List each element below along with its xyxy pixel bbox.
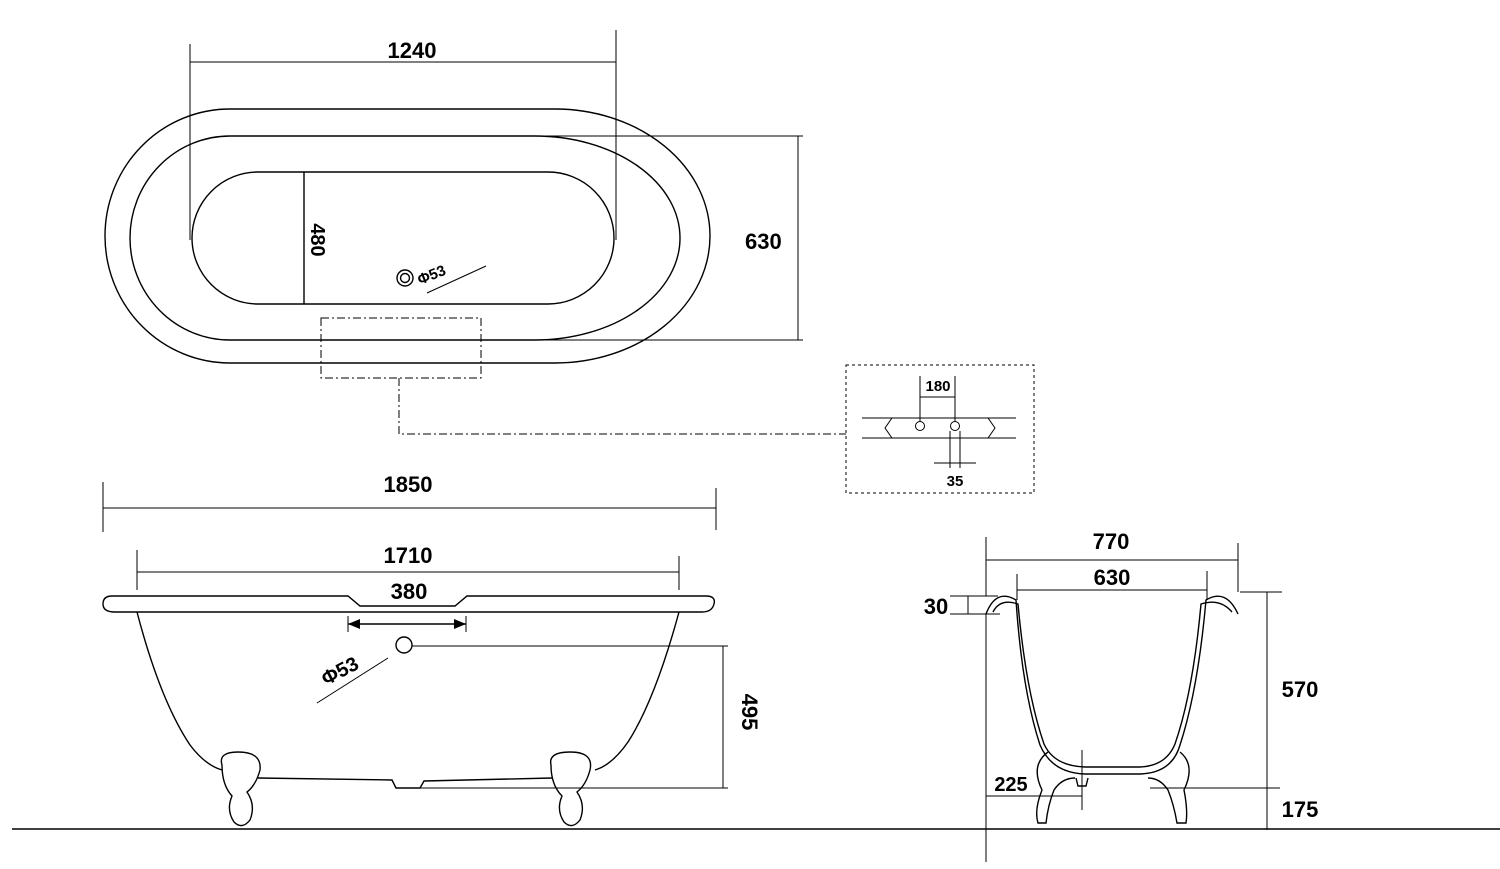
left-claw-foot bbox=[220, 751, 261, 827]
top-view: Φ53 1240 480 630 bbox=[104, 30, 846, 435]
side-body-right bbox=[594, 611, 680, 771]
dim-end-630-label: 630 bbox=[1094, 565, 1131, 590]
dim-630-label: 630 bbox=[745, 229, 782, 254]
dim-380-arrow-left-icon bbox=[348, 619, 360, 629]
end-left-leg bbox=[1035, 751, 1076, 824]
drain-icon bbox=[396, 269, 414, 287]
outer-rim-outline bbox=[104, 108, 711, 364]
detail-right-bracket-icon bbox=[987, 417, 996, 439]
detail-spout-hole-icon bbox=[950, 421, 960, 431]
dim-480-label: 480 bbox=[306, 223, 328, 256]
side-rim-outline bbox=[102, 595, 716, 613]
side-body-left bbox=[136, 611, 223, 771]
side-overflow-label: Φ53 bbox=[318, 653, 362, 691]
drain-leader bbox=[426, 265, 487, 294]
dim-30-label: 30 bbox=[924, 594, 948, 619]
detail-leader bbox=[398, 378, 846, 435]
detail-left-bracket-icon bbox=[884, 417, 893, 439]
basin-outline bbox=[191, 171, 615, 305]
detail-tap-hole-icon bbox=[915, 421, 925, 431]
dim-570-label: 570 bbox=[1282, 677, 1319, 702]
detail-marker-box bbox=[320, 317, 482, 379]
top-drain-label: Φ53 bbox=[415, 262, 448, 289]
right-claw-foot bbox=[549, 751, 592, 827]
dim-1850-label: 1850 bbox=[384, 472, 433, 497]
detail-box bbox=[845, 364, 1035, 494]
dim-1710-label: 1710 bbox=[384, 543, 433, 568]
end-right-leg bbox=[1147, 751, 1190, 824]
tap-detail: 180 35 bbox=[845, 364, 1035, 494]
dim-175-label: 175 bbox=[1282, 797, 1319, 822]
side-view: 1850 1710 380 495 Φ53 bbox=[102, 472, 762, 827]
overflow-leader bbox=[316, 657, 389, 704]
drain-inner-icon bbox=[399, 272, 411, 284]
side-body-bottom bbox=[257, 777, 553, 789]
dim-1240-label: 1240 bbox=[388, 38, 437, 63]
end-body-inner bbox=[992, 601, 1233, 768]
dim-35-label: 35 bbox=[947, 473, 964, 490]
dim-380-label: 380 bbox=[391, 579, 428, 604]
dim-225-label: 225 bbox=[994, 774, 1027, 796]
end-body-outer bbox=[985, 595, 1239, 775]
overflow-icon bbox=[395, 636, 413, 654]
end-view: 770 630 30 225 570 175 bbox=[924, 529, 1319, 862]
inner-rim-outline bbox=[129, 135, 681, 341]
dim-770-label: 770 bbox=[1093, 529, 1130, 554]
dim-180-label: 180 bbox=[925, 378, 950, 395]
dim-380-arrow-right-icon bbox=[454, 619, 466, 629]
dim-495-label: 495 bbox=[737, 694, 762, 731]
